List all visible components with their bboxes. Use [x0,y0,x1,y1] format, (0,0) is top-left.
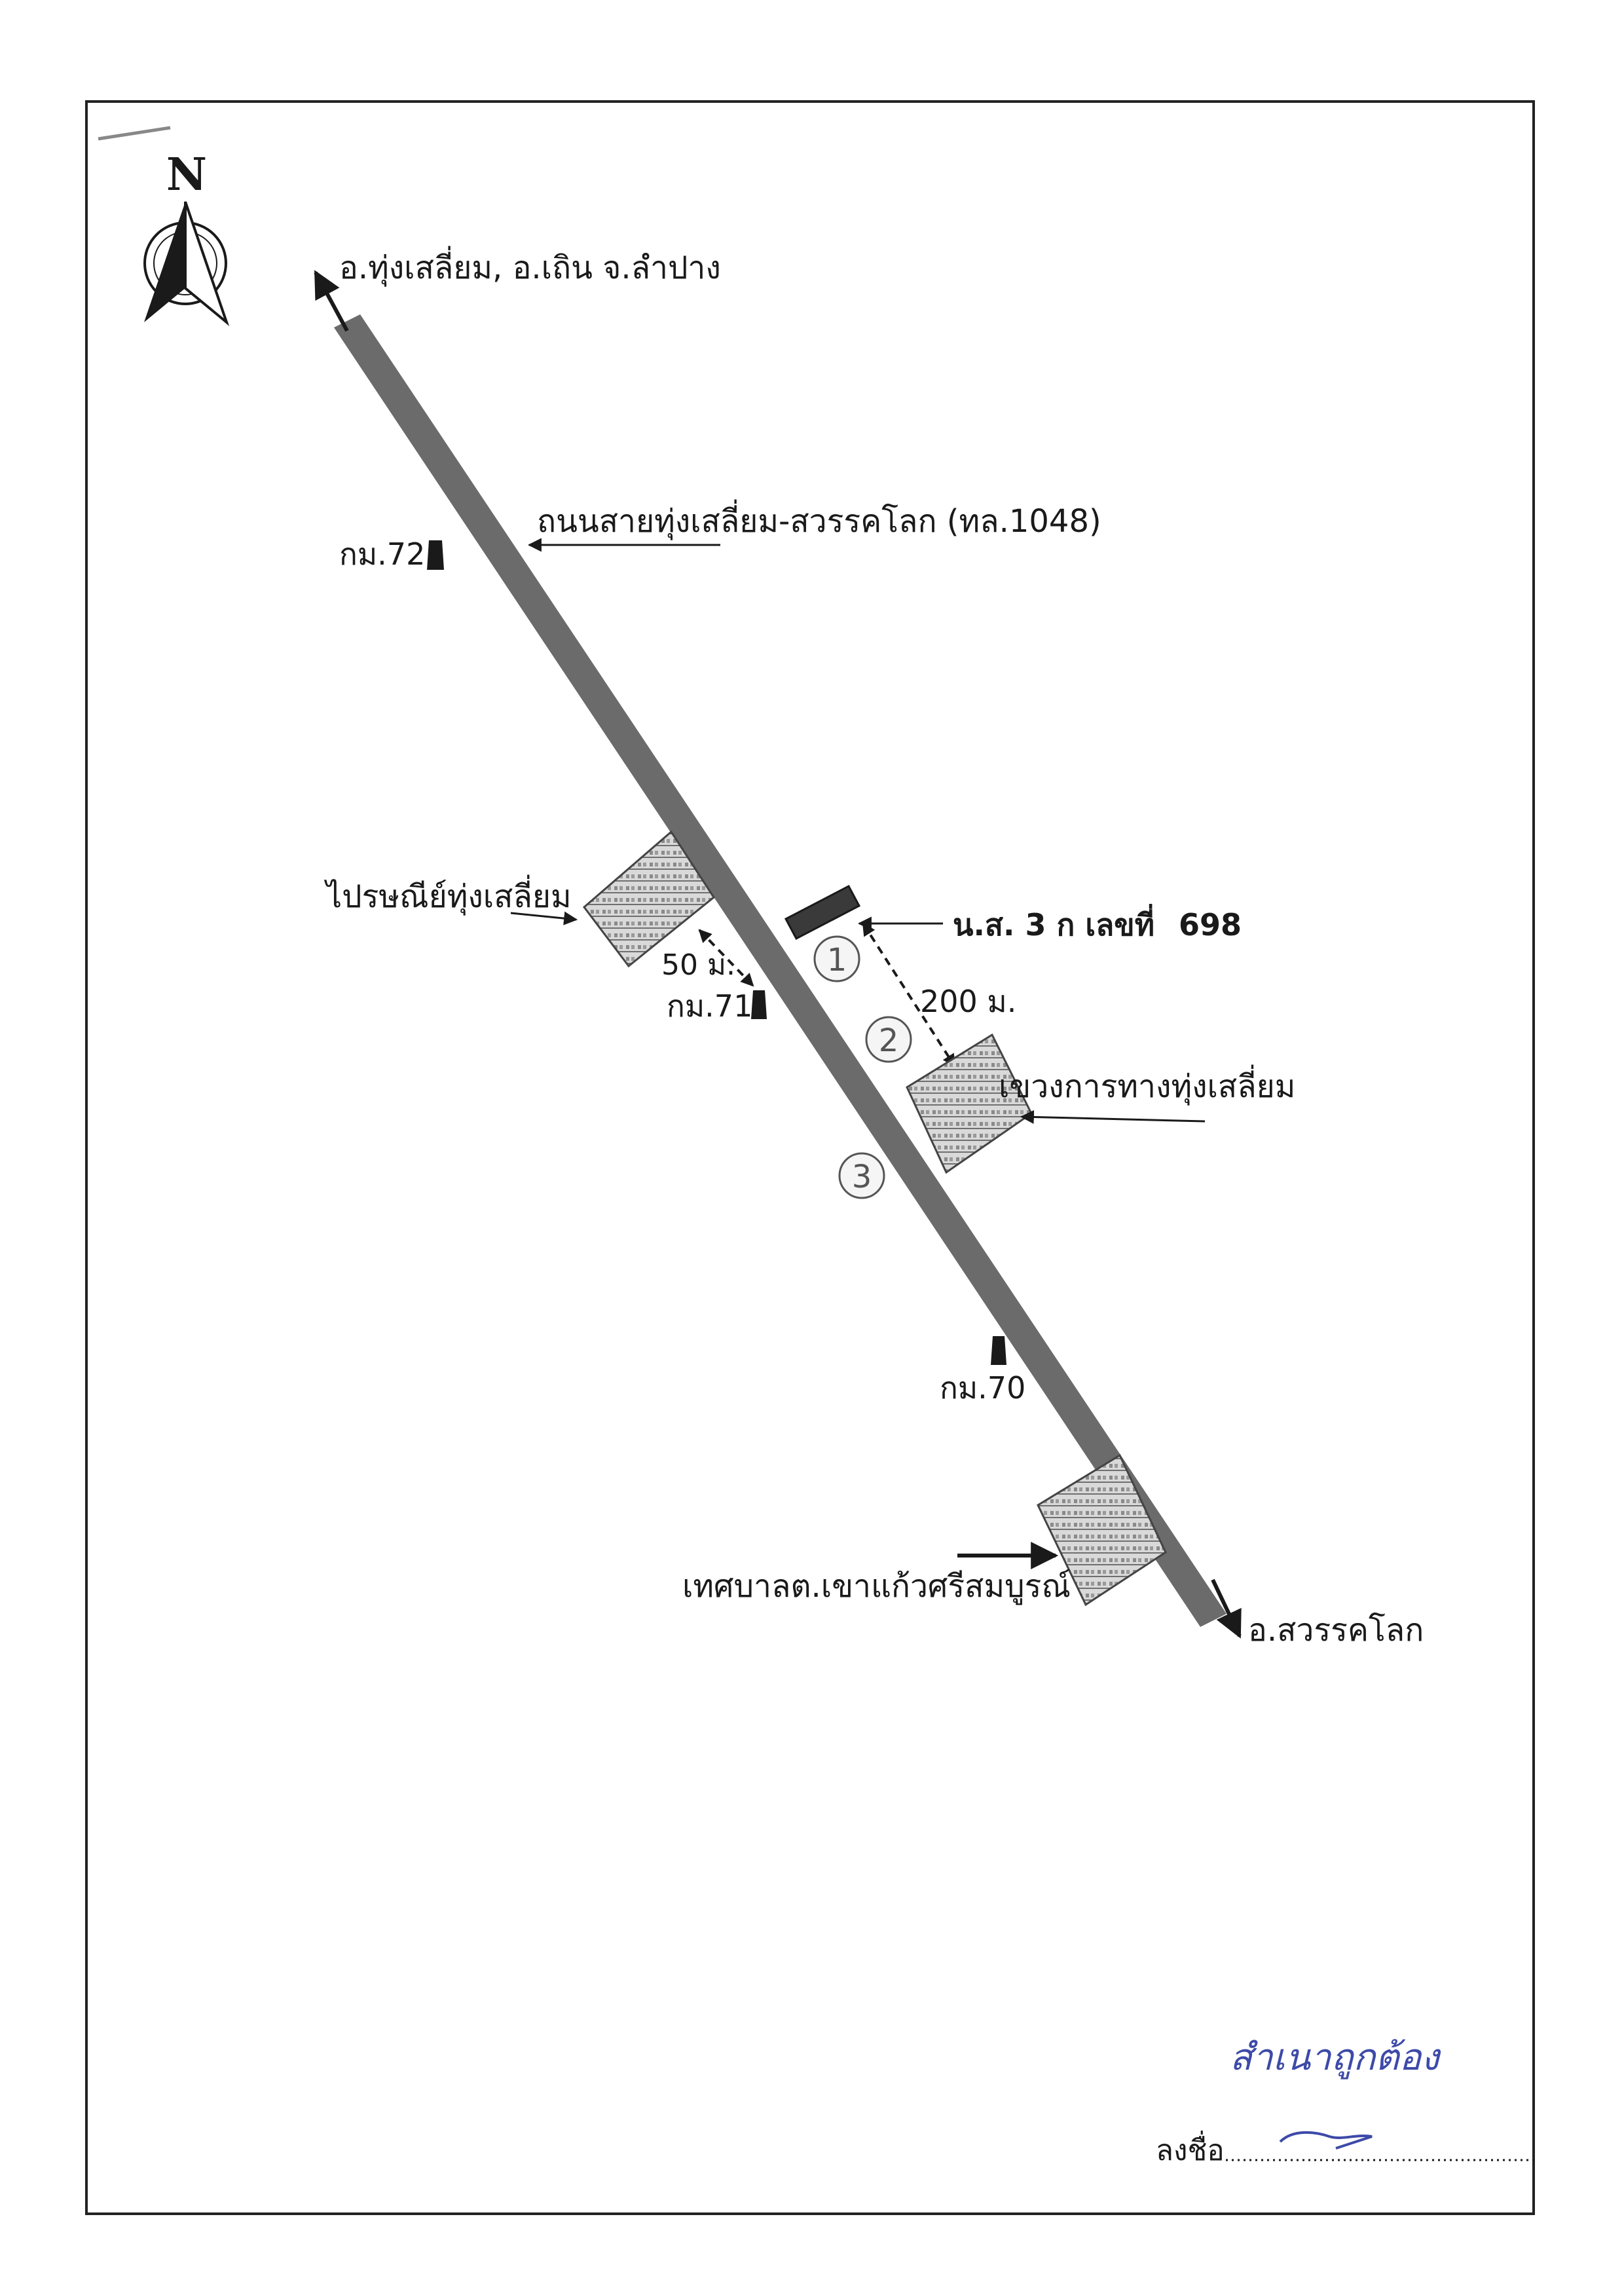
arrow-se-destination [1211,1578,1242,1639]
point-1-number: 1 [827,942,847,979]
road-name: ถนนสายทุ่งเสลี่ยม-สวรรคโลก (ทล.1048) [537,499,1101,540]
highway-office-label: เขวงการทางทุ่งเสลี่ยม [999,1064,1295,1106]
parcel-number: 698 [1179,907,1242,942]
main-road [334,314,1227,1627]
signature-label: ลงชื่อ [1156,2130,1225,2167]
signature-scribble [1279,2131,1373,2150]
distance-200m-label: 200 ม. [920,984,1016,1019]
north-label: N [166,149,207,201]
north-arrow: N [143,149,230,327]
point-1: 1 [813,935,860,982]
arrow-nw-destination [314,270,349,332]
km-label: กม.72 [339,536,425,572]
land-parcel: น.ส. 3 ก เลขที่ 698 [784,884,1242,942]
point-3-number: 3 [852,1159,872,1195]
destination-nw: อ.ทุ่งเสลี่ยม, อ.เถิน จ.ลำปาง [339,246,721,287]
municipality-photo [1037,1453,1167,1607]
point-3: 3 [838,1152,885,1199]
certified-copy-handwriting: สำเนาถูกต้อง [1230,2036,1441,2080]
point-2: 2 [865,1016,912,1063]
km-label: กม.70 [940,1370,1025,1406]
post-office-label: ไปรษณีย์ทุ่งเสลี่ยม [323,874,572,916]
km-marker-72: กม.72 [339,536,444,572]
municipality-label: เทศบาลต.เขาแก้วศรีสมบูรณ์ [682,1568,1071,1605]
point-2-number: 2 [879,1022,899,1059]
distance-50m-label: 50 ม. [661,948,735,982]
page-frame [85,100,1535,2215]
destination-se: อ.สวรรคโลก [1248,1612,1424,1649]
scan-mark [98,126,171,141]
distance-200m [862,922,956,1068]
highway-office: เขวงการทางทุ่งเสลี่ยม [906,1033,1295,1174]
parcel-block [784,884,861,941]
post-office: ไปรษณีย์ทุ่งเสลี่ยม [323,830,715,968]
municipality: เทศบาลต.เขาแก้วศรีสมบูรณ์ [682,1453,1167,1607]
signature-block: สำเนาถูกต้อง ลงชื่อ [1156,2036,1536,2167]
post-office-photo [582,830,715,968]
parcel-title: น.ส. 3 ก เลขที่ [953,904,1154,942]
km-marker-70: กม.70 [940,1336,1025,1406]
km-marker-71: กม.71 [667,988,767,1024]
km-label: กม.71 [667,988,752,1024]
